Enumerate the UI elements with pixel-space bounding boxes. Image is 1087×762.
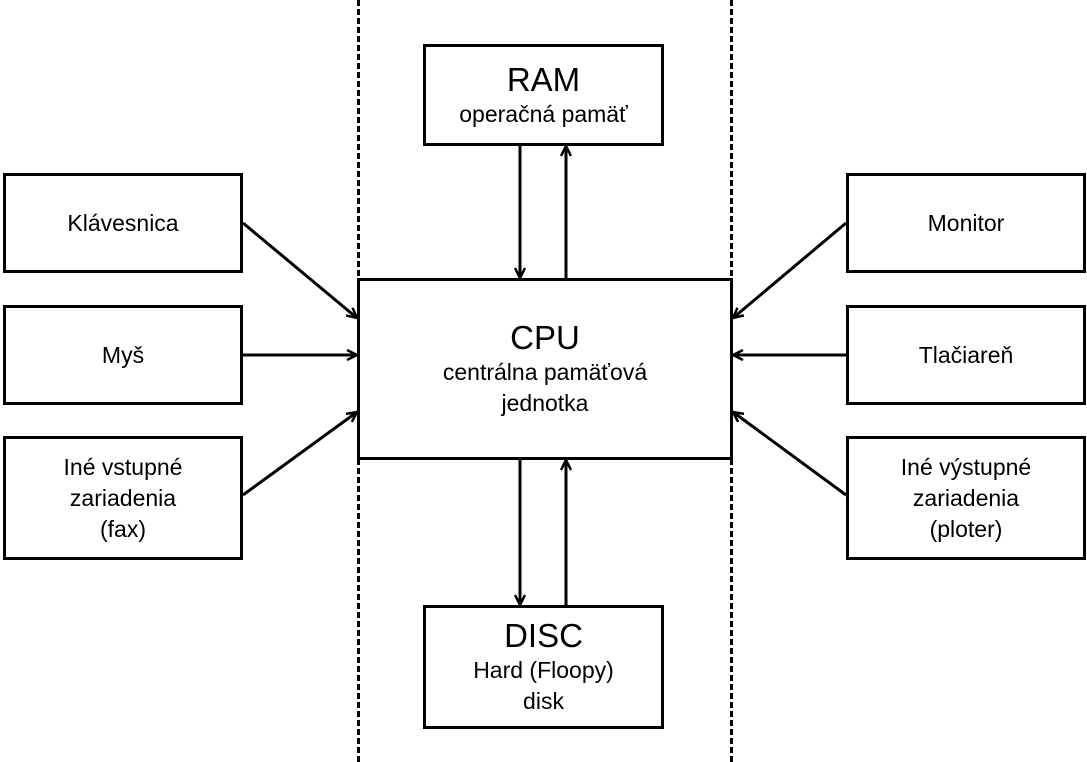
printer-label: Tlačiareň <box>918 341 1014 368</box>
mouse-box: Myš <box>3 305 243 405</box>
arrow-cpu-to-monitor <box>733 221 847 318</box>
monitor-box: Monitor <box>846 173 1086 273</box>
arrow-keyboard-to-cpu <box>242 221 357 318</box>
mouse-label: Myš <box>101 341 145 368</box>
disc-line1: Hard (Floopy) <box>473 657 614 683</box>
monitor-label: Monitor <box>927 209 1005 236</box>
other-input-line2: zariadenia <box>69 484 177 511</box>
arrow-other-input-to-cpu <box>242 412 357 497</box>
ram-box: RAM operačná pamäť <box>423 44 664 146</box>
cpu-title: CPU <box>510 319 580 356</box>
other-output-line1: Iné výstupné <box>900 453 1032 480</box>
disc-line2: disk <box>523 688 564 714</box>
other-output-line2: zariadenia <box>912 484 1020 511</box>
other-input-line3: (fax) <box>100 515 146 542</box>
cpu-line1: centrálna pamäťová <box>442 359 648 385</box>
ram-title: RAM <box>506 60 581 98</box>
other-input-line1: Iné vstupné <box>63 453 183 480</box>
cpu-line2: jednotka <box>501 390 589 416</box>
ram-subtitle: operačná pamäť <box>459 100 628 127</box>
printer-box: Tlačiareň <box>846 305 1086 405</box>
keyboard-box: Klávesnica <box>3 173 243 273</box>
arrow-cpu-to-other-output <box>733 412 847 497</box>
disc-box: DISC Hard (Floopy) disk <box>423 605 664 729</box>
keyboard-label: Klávesnica <box>67 209 179 236</box>
other-output-line3: (ploter) <box>929 515 1003 542</box>
other-output-box: Iné výstupné zariadenia (ploter) <box>846 436 1086 560</box>
cpu-box: CPU centrálna pamäťová jednotka <box>357 278 733 460</box>
other-input-box: Iné vstupné zariadenia (fax) <box>3 436 243 560</box>
disc-title: DISC <box>504 617 583 654</box>
